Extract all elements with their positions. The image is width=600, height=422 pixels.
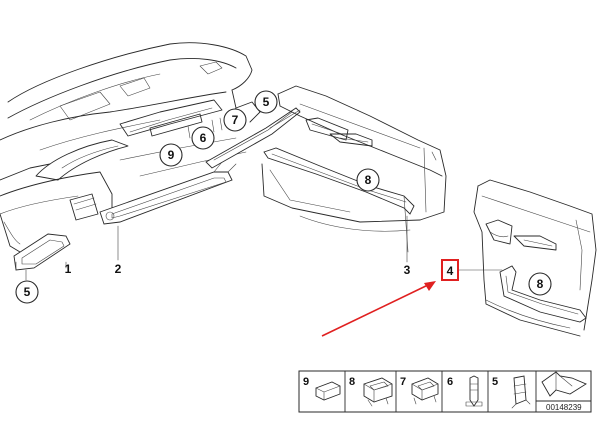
callout-7-label: 7 bbox=[232, 113, 239, 127]
part-3-strip bbox=[263, 147, 415, 253]
legend-label-8: 8 bbox=[349, 376, 355, 388]
callout-9-label: 9 bbox=[168, 148, 175, 162]
part-number-2: 2 bbox=[115, 262, 122, 276]
document-number: 00148239 bbox=[546, 403, 582, 412]
legend-label-5: 5 bbox=[492, 376, 498, 388]
callout-8-rear-label: 8 bbox=[537, 277, 544, 291]
legend-icon-8-clip bbox=[363, 377, 393, 407]
part-number-1: 1 bbox=[65, 262, 72, 276]
legend-arrow-icon bbox=[541, 371, 587, 397]
callout-8-rear: 8 bbox=[528, 272, 552, 296]
legend-box: 9 8 7 6 5 bbox=[298, 370, 592, 413]
legend-label-9: 9 bbox=[303, 376, 309, 388]
red-arrow bbox=[321, 281, 436, 337]
legend-icon-5-clip bbox=[511, 375, 531, 409]
part-2-trim bbox=[99, 161, 237, 225]
callout-6-label: 6 bbox=[200, 131, 207, 145]
part-1-trim bbox=[13, 233, 71, 271]
legend-icon-7-clip bbox=[411, 377, 439, 405]
highlight-box: 4 bbox=[441, 259, 459, 281]
part-4-strip bbox=[499, 265, 587, 323]
front-door-drawing bbox=[261, 85, 447, 232]
callout-7: 7 bbox=[223, 108, 247, 132]
callout-8-front: 8 bbox=[356, 168, 380, 192]
legend-label-7: 7 bbox=[400, 376, 406, 388]
part-number-4: 4 bbox=[447, 264, 454, 278]
legend-label-6: 6 bbox=[447, 376, 453, 388]
callout-8-front-label: 8 bbox=[365, 173, 372, 187]
callout-9: 9 bbox=[159, 143, 183, 167]
callout-5-left: 5 bbox=[15, 280, 39, 304]
dashboard-drawing bbox=[0, 42, 261, 253]
rear-door-drawing bbox=[473, 179, 597, 337]
callout-5-top-label: 5 bbox=[263, 95, 270, 109]
part-number-3: 3 bbox=[404, 263, 411, 277]
callout-5-top: 5 bbox=[254, 90, 278, 114]
callout-5-left-label: 5 bbox=[24, 285, 31, 299]
leader-lines bbox=[25, 215, 503, 281]
legend-icon-9-clip bbox=[315, 381, 341, 401]
callout-6: 6 bbox=[191, 126, 215, 150]
legend-icon-6-pin bbox=[465, 375, 483, 407]
